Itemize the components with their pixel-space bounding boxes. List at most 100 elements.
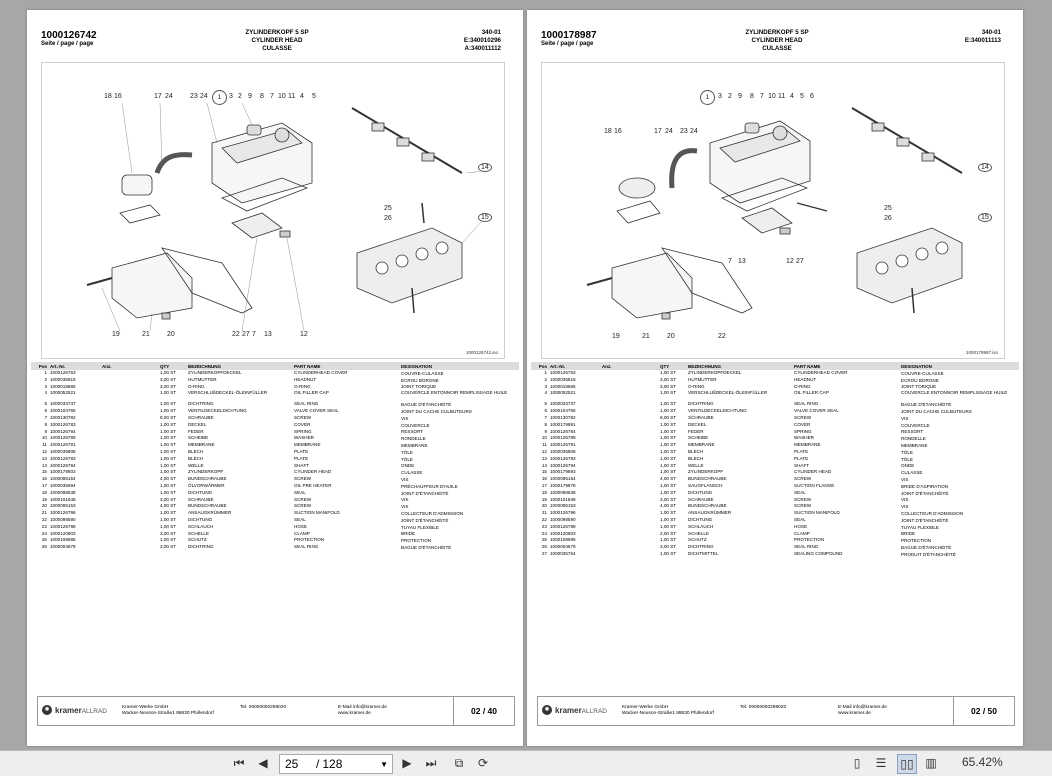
- cell-de: SCHLAUCH: [188, 523, 214, 529]
- callout: 7: [252, 331, 256, 338]
- cell-pos: 10: [41, 435, 47, 441]
- cell-qty: 1,00 ST: [160, 408, 177, 414]
- cell-qty: 1,00 ST: [160, 435, 177, 441]
- cell-fr: TÔLE: [401, 456, 413, 462]
- callout: 17: [654, 128, 662, 135]
- cell-en: PLATE: [294, 455, 309, 461]
- cell-en: HOSE: [294, 523, 308, 529]
- page-label: Seite / page / page: [41, 41, 94, 47]
- cell-fr: CULASSE: [901, 470, 923, 476]
- cell-en: OIL FILLER CAP: [794, 390, 829, 396]
- cell-en: PLATE: [294, 448, 309, 454]
- zoom-level[interactable]: 65.42%: [962, 755, 1003, 769]
- callout: 16: [114, 93, 122, 100]
- title-fr: CULASSE: [762, 45, 792, 52]
- cell-en: SCREW: [294, 503, 312, 509]
- prev-page-icon[interactable]: ◀: [258, 756, 268, 770]
- col-qty: QTY: [660, 363, 670, 369]
- cell-en: HOSE: [794, 523, 808, 529]
- cell-pos: 22: [41, 516, 47, 522]
- callout: 24: [165, 93, 173, 100]
- phone: Tel. 00000000298020: [240, 705, 287, 710]
- cell-fr: BAGUE D'ÉTANCHÉITÉ: [401, 402, 452, 408]
- cell-qty: 4,00 ST: [160, 476, 177, 482]
- cell-pos: 3: [544, 383, 547, 389]
- cell-de: DICHTRING: [688, 401, 714, 407]
- cell-de: ZYLINDERKOPF: [688, 469, 724, 475]
- cell-fr: PRÉCHAUFFEUR D'HUILE: [401, 483, 458, 489]
- cell-fr: VIS: [401, 497, 409, 503]
- cell-art: 1000052521: [50, 390, 76, 396]
- cell-art: 1000126791: [50, 442, 76, 448]
- cell-fr: RONDELLE: [901, 436, 926, 442]
- cell-pos: 21: [541, 510, 547, 516]
- callout: 26: [884, 215, 892, 222]
- title-fr: CULASSE: [262, 45, 292, 52]
- cell-qty: 1,00 ST: [160, 448, 177, 454]
- two-page-icon[interactable]: ▯▯: [897, 754, 917, 774]
- fit-page-icon[interactable]: ⧉: [454, 755, 464, 770]
- group-refs: 340-01 E:340010296 A:340011112: [464, 29, 501, 53]
- cell-en: SCREW: [794, 476, 812, 482]
- cell-de: HUTMUTTER: [188, 376, 217, 382]
- two-page-continuous-icon[interactable]: ▥: [925, 756, 937, 770]
- cell-qty: 1,00 ST: [160, 455, 177, 461]
- rotate-icon[interactable]: ⟳: [477, 756, 489, 770]
- callout: 19: [112, 331, 120, 338]
- cell-en: HEADNUT: [294, 376, 317, 382]
- cell-pos: 8: [44, 421, 47, 427]
- cell-art: 1000108695: [550, 537, 576, 543]
- cell-de: ANSAUGKRÜMMER: [188, 510, 232, 516]
- cell-de: FEDER: [188, 428, 204, 434]
- cell-qty: 2,00 ST: [160, 530, 177, 536]
- title-de: ZYLINDERKOPF 5 SP: [245, 29, 309, 36]
- cell-fr: BAGUE D'ÉTANCHÉITÉ: [901, 402, 952, 408]
- next-page-icon[interactable]: ▶: [402, 756, 412, 770]
- current-page[interactable]: 25: [285, 757, 299, 771]
- callout: 6: [810, 93, 814, 100]
- cell-fr: JOINT TORIQUE: [401, 384, 437, 390]
- callout: 3: [718, 93, 722, 100]
- cell-art: 1000098638: [50, 489, 76, 495]
- cell-qty: 1,00 ST: [660, 550, 677, 556]
- last-page-icon[interactable]: ⏭: [425, 755, 437, 770]
- kramer-logo-icon: ✺: [542, 705, 552, 715]
- page-selector[interactable]: 25 / 128 ▼: [279, 754, 393, 774]
- cell-en: PROTECTION: [794, 537, 825, 543]
- col-qty: QTY: [160, 363, 170, 369]
- cell-en: SCREW: [794, 496, 812, 502]
- cell-art: 1000095153: [50, 503, 76, 509]
- cell-qty: 1,00 ST: [160, 401, 177, 407]
- cell-de: WELLE: [188, 462, 204, 468]
- cell-fr: JOINT DU CACHE CULBUTEURS: [901, 409, 972, 415]
- cell-en: SEAL: [294, 516, 306, 522]
- cell-pos: 11: [542, 442, 547, 448]
- cell-qty: 8,00 ST: [160, 414, 177, 420]
- chevron-down-icon[interactable]: ▼: [380, 759, 388, 769]
- cell-art: 1000179893: [550, 469, 576, 475]
- cell-art: 1000120803: [50, 530, 76, 536]
- callout: 22: [718, 333, 726, 340]
- single-page-icon[interactable]: ▯: [853, 756, 861, 770]
- callout: 16: [614, 128, 622, 135]
- cell-pos: 15: [541, 469, 547, 475]
- first-page-icon[interactable]: ⏮: [233, 755, 245, 770]
- cell-art: 1000179891: [550, 421, 576, 427]
- cell-en: MEMBRANE: [294, 442, 321, 448]
- company-name: Kramer-Werke GmbH: [122, 705, 169, 710]
- callout: 15: [978, 213, 992, 222]
- cell-de: O-RING: [688, 383, 705, 389]
- callout: 22: [232, 331, 240, 338]
- brand-name: kramer: [55, 705, 82, 715]
- continuous-icon[interactable]: ☰: [875, 756, 887, 770]
- cell-art: 1000126794: [50, 462, 76, 468]
